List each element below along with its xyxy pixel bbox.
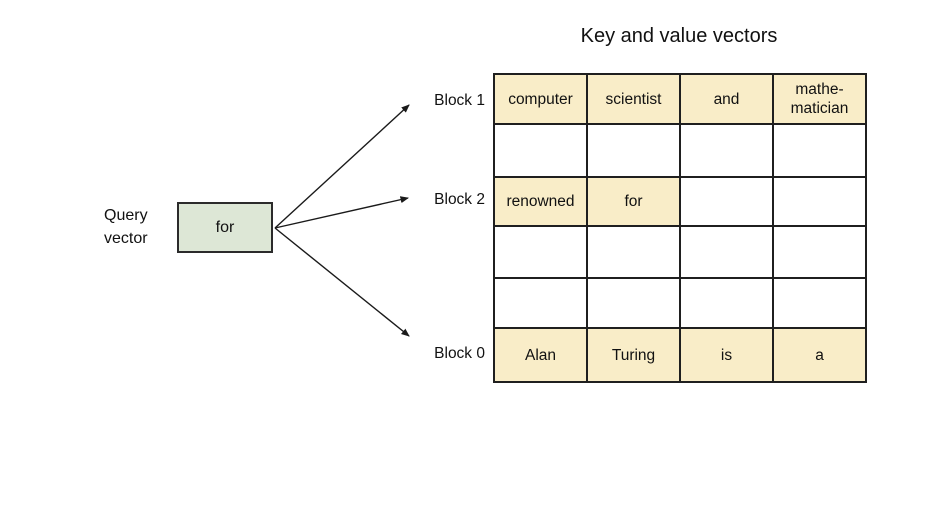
table-cell — [680, 278, 773, 328]
query-vector-box: for — [177, 202, 273, 253]
table-cell — [680, 226, 773, 278]
key-value-table: computer scientist and mathe- matician r… — [493, 73, 867, 383]
table-cell — [680, 177, 773, 226]
block-0-label: Block 0 — [434, 345, 485, 362]
table-title: Key and value vectors — [580, 25, 778, 47]
table-cell — [773, 226, 866, 278]
table-cell — [587, 124, 680, 177]
table-cell: and — [680, 74, 773, 124]
table-cell: Turing — [587, 328, 680, 382]
table-cell — [587, 226, 680, 278]
table-cell — [680, 124, 773, 177]
table-cell: scientist — [587, 74, 680, 124]
table-cell: a — [773, 328, 866, 382]
table-cell: mathe- matician — [773, 74, 866, 124]
arrow-to-block-2 — [274, 196, 409, 229]
arrow-to-block-1 — [274, 104, 410, 229]
block-2-label: Block 2 — [434, 191, 485, 208]
table-cell: renowned — [494, 177, 587, 226]
table-cell — [494, 278, 587, 328]
query-vector-label: Query vector — [104, 207, 148, 247]
table-cell — [494, 124, 587, 177]
query-token: for — [215, 218, 235, 236]
block-1-label: Block 1 — [434, 92, 485, 109]
table-cell: Alan — [494, 328, 587, 382]
table-cell — [494, 226, 587, 278]
table-cell: is — [680, 328, 773, 382]
table-cell — [587, 278, 680, 328]
table-cell — [773, 177, 866, 226]
arrow-to-block-0 — [274, 227, 410, 337]
table-cell: for — [587, 177, 680, 226]
table-cell — [773, 278, 866, 328]
table-cell — [773, 124, 866, 177]
table-cell: computer — [494, 74, 587, 124]
